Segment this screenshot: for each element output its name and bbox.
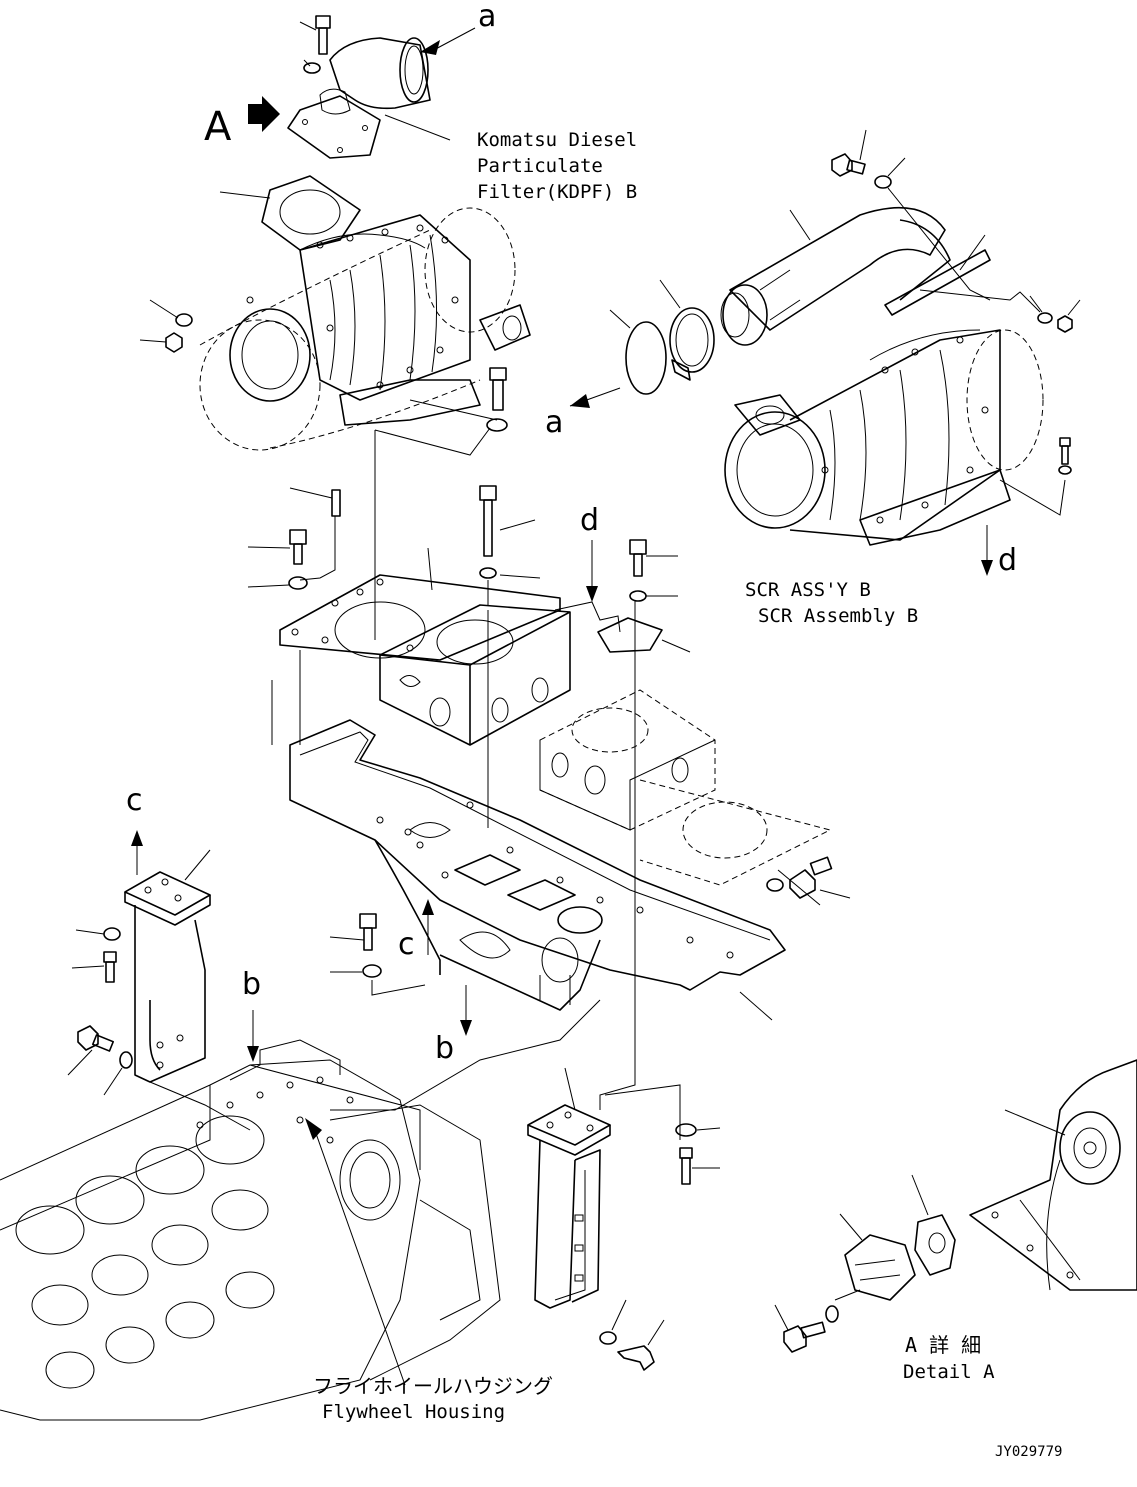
callout-c-left-label: c [126,783,143,818]
right-lower-bracket [527,600,721,1371]
elbow-pipe-a [287,15,451,159]
lower-center-bolts [329,913,426,996]
callout-c-left: c [126,783,143,875]
flywheel-housing-label: フライホイールハウジング Flywheel Housing [313,1374,553,1423]
callout-b-center-label: b [435,1031,454,1066]
kdpf-line2: Particulate [477,155,603,177]
callout-b-center: b [435,985,472,1066]
callout-a-top: a [420,0,496,55]
kdpf-unit [139,207,531,456]
center-bolts [247,485,691,653]
callout-a-top-label: a [478,0,496,34]
callout-a-mid-label: a [545,405,563,440]
detail-en: Detail A [903,1361,995,1383]
callout-d-right-label: d [998,543,1017,578]
callout-d-right: d [981,525,1017,578]
detail-a-group [774,1059,1137,1353]
scr-label: SCR ASS'Y B SCR Assembly B [745,579,918,627]
kdpf-line1: Komatsu Diesel [477,129,637,151]
kdpf-label: Komatsu Diesel Particulate Filter(KDPF) … [477,129,637,203]
drawing-id: JY029779 [995,1444,1062,1460]
detail-jp: A 詳 細 [905,1333,981,1357]
upper-mount-plate [279,547,571,746]
callout-c-center: c [398,899,434,962]
callout-b-left: b [242,967,261,1062]
callout-a-mid: a [545,387,621,440]
detail-a-label: A 詳 細 Detail A [903,1333,995,1383]
large-base-plate [271,430,851,1021]
callout-d-center: d [580,503,599,602]
kdpf-line3: Filter(KDPF) B [477,181,637,203]
scr-line2: SCR Assembly B [758,605,918,627]
callout-b-left-label: b [242,967,261,1002]
view-a-arrow: A [204,96,280,150]
callout-c-center-label: c [398,927,415,962]
scr-line1: SCR ASS'Y B [745,579,871,601]
ghost-bracket-right [539,689,832,886]
left-bracket [67,849,211,1096]
flywheel-en: Flywheel Housing [322,1401,505,1423]
engine-block [0,999,601,1421]
view-a-label: A [204,104,232,150]
gasket-square [219,175,361,251]
flywheel-jp: フライホイールハウジング [313,1374,553,1398]
scr-clamp-ring [609,279,715,395]
scr-elbow-pipe [720,207,991,346]
callout-d-center-label: d [580,503,599,538]
scr-unit [724,129,1081,546]
